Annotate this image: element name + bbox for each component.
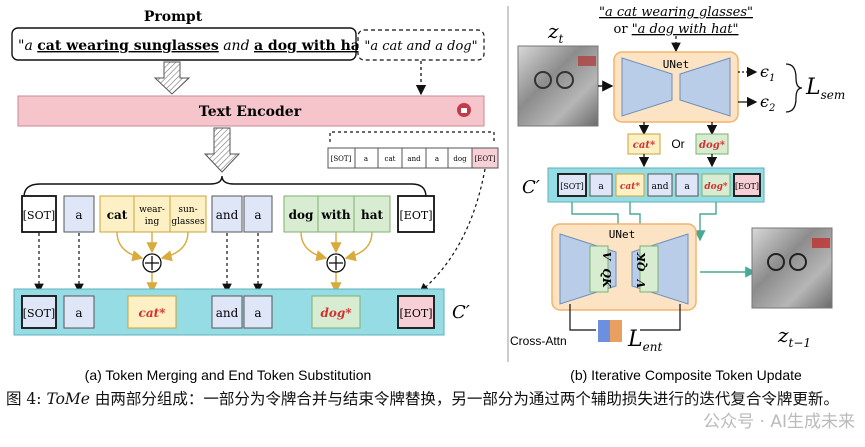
token-a-label: a — [75, 208, 82, 222]
token-strip: [SOT] a cat and a dog [EOT] — [327, 147, 499, 169]
token-a2 — [243, 195, 273, 233]
right-token: cat* — [620, 182, 640, 192]
merged-token-row: [SOT] a cat* and a dog* [EOT] — [21, 295, 435, 329]
figure: Prompt "a cat wearing sunglasses and a d… — [11, 5, 845, 383]
right-token: dog* — [704, 182, 728, 192]
token-eot-label: [EOT] — [400, 209, 433, 222]
prompt-option-2-line: or "a dog with hat" — [614, 22, 739, 37]
token-with-label: with — [320, 208, 350, 222]
zt-label: zt — [547, 19, 564, 46]
token-cat-label: cat — [107, 208, 128, 222]
cross-attn-arrows — [569, 304, 681, 331]
token-sunglasses-label: sun- — [178, 205, 197, 215]
svg-text:ing: ing — [145, 217, 160, 227]
token-dog-group — [283, 195, 391, 233]
caption-method: ToMe — [46, 390, 90, 408]
v-label-left: V — [600, 252, 613, 262]
loss-sem-label: Lsem — [805, 75, 845, 102]
cross-attn-label: Cross-Attn — [510, 334, 567, 348]
token-sot — [21, 195, 57, 233]
qk-label-right: QK — [635, 252, 648, 272]
token-cat-group — [99, 195, 207, 233]
token-strip-bracket — [329, 131, 495, 142]
merged-token: [SOT] — [23, 307, 55, 320]
unet-top-label: UNet — [663, 58, 690, 71]
alt-prompt-box — [357, 29, 485, 61]
merged-token: and — [216, 306, 239, 320]
alt-prompt-text: "a cat and a dog" — [364, 39, 477, 54]
merged-token-dog: dog* — [320, 306, 352, 320]
eps1-label: ϵ1 — [760, 62, 775, 84]
token-wearing-label: wear- — [139, 205, 165, 215]
token-dog-label: dog — [289, 208, 314, 222]
svg-text:glasses: glasses — [171, 217, 205, 227]
merged-token: [EOT] — [400, 307, 433, 320]
subcaption-b: (b) Iterative Composite Token Update — [570, 367, 802, 383]
caption-text: 由两部分组成：一部分为令牌合并与结束令牌替换，另一部分为通过两个辅助损失进行的迭… — [89, 390, 839, 408]
c-prime-label: C′ — [452, 302, 470, 323]
hatched-arrow-1 — [153, 61, 191, 95]
token-hat-label: hat — [361, 208, 384, 222]
qk-v-block-right — [639, 245, 659, 293]
strip-token: and — [407, 155, 421, 163]
strip-token: cat — [385, 155, 396, 163]
token-sot-label: [SOT] — [23, 209, 55, 222]
merged-token-cat: cat* — [139, 306, 167, 320]
lock-icon-body — [461, 108, 467, 113]
hatched-arrow-2 — [203, 127, 241, 173]
strip-token: a — [364, 155, 368, 163]
zt-minus-1-label: zt−1 — [777, 323, 811, 350]
right-token: a — [684, 182, 690, 192]
loss-ent-label: Lent — [627, 327, 662, 354]
prompt-text: "a cat wearing sunglasses and a dog with… — [18, 38, 373, 54]
right-token: a — [598, 182, 604, 192]
strip-token: dog — [453, 155, 467, 163]
figure-caption: 图 4: ToMe 由两部分组成：一部分为令牌合并与结束令牌替换，另一部分为通过… — [6, 386, 862, 412]
prompt-label: Prompt — [144, 9, 203, 25]
right-token: [SOT] — [560, 182, 584, 191]
right-token: and — [652, 182, 669, 192]
text-encoder-label: Text Encoder — [199, 104, 302, 120]
merged-token: a — [75, 306, 82, 320]
c-prime-right-label: C′ — [522, 177, 540, 198]
token-row: [SOT] a cat wear- ing sun- glasses and a… — [21, 195, 435, 233]
dog-token-label: dog* — [699, 140, 726, 151]
loss-sem-brace — [785, 63, 803, 113]
strip-token: a — [435, 155, 439, 163]
strip-token: [EOT] — [475, 155, 496, 163]
unet-bottom-label: UNet — [609, 228, 636, 241]
strip-token: [SOT] — [331, 155, 352, 163]
or-label: Or — [671, 137, 684, 151]
token-and — [211, 195, 243, 233]
watermark: 公众号 · AI生成未来 — [703, 412, 855, 432]
token-brace — [23, 175, 427, 198]
prompt-box — [11, 27, 357, 61]
qk-label-left: QK — [600, 268, 613, 288]
attn-map-icon — [598, 320, 610, 342]
v-label-right: V — [635, 278, 648, 288]
cat-token-label: cat* — [633, 140, 656, 151]
subcaption-a: (a) Token Merging and End Token Substitu… — [85, 367, 372, 383]
eps2-label: ϵ2 — [760, 92, 775, 114]
dashed-arrows — [34, 168, 486, 294]
prompt-option-1: "a cat wearing glasses" — [599, 5, 753, 20]
token-a — [63, 195, 95, 233]
token-eot — [397, 195, 435, 233]
token-and-label: and — [216, 208, 239, 222]
merge-arrows-cat — [116, 231, 189, 294]
right-token: [EOT] — [735, 182, 759, 191]
qk-v-block-left — [589, 245, 609, 293]
caption-prefix: 图 4: — [6, 390, 47, 408]
token-a2-label: a — [254, 208, 261, 222]
right-token-row: [SOT] a cat* and a dog* [EOT] — [557, 173, 761, 197]
text-encoder-bar — [17, 95, 485, 127]
merged-token: a — [254, 306, 261, 320]
